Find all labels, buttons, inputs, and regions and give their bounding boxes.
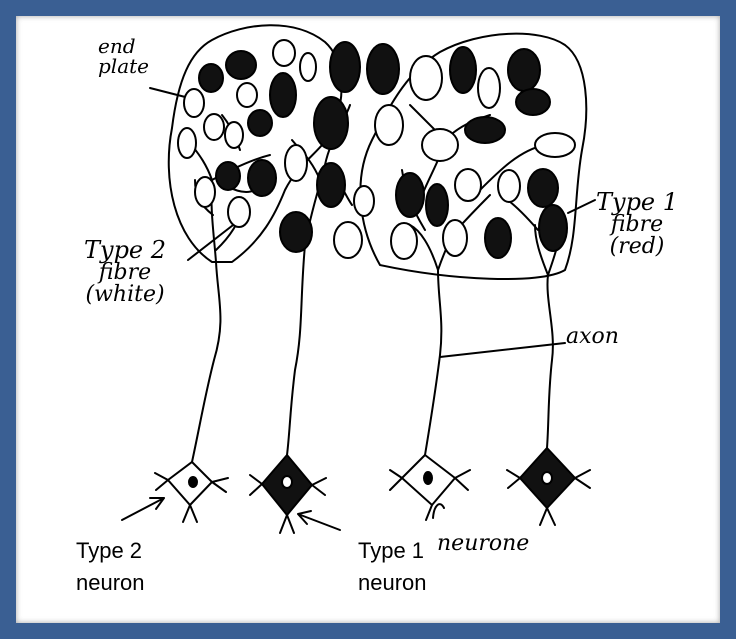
- type1-fibre-label-line1: Type 1: [596, 190, 678, 214]
- end-plate-label-line1: end: [98, 36, 149, 56]
- type1-fibre-label-line3: (red): [596, 236, 678, 258]
- type2-neuron-left-axon: [192, 262, 220, 462]
- type1-fibre-label: Type 1 fibre (red): [596, 190, 678, 258]
- type2-neuron-arrow: [122, 498, 164, 520]
- type2-fibre-label-line1: Type 2: [84, 238, 166, 262]
- type2-neuron-right-axon: [425, 270, 441, 455]
- type1-fibres: [199, 42, 567, 258]
- axon-label: axon: [566, 326, 619, 348]
- type1-fibre-pointer: [568, 200, 595, 213]
- type2-neuron-right-body: [390, 455, 470, 520]
- axon-pointer: [440, 343, 565, 357]
- type2-neuron-label: Type 2 neuron: [76, 540, 145, 594]
- type2-fibre-label-line3: (white): [84, 284, 166, 306]
- type2-neuron-label-line2: neuron: [76, 572, 145, 594]
- type1-neuron-left-axon: [287, 245, 305, 455]
- end-plate-label: end plate: [98, 36, 149, 76]
- neurone-pointer: [433, 504, 444, 518]
- end-plate-label-line2: plate: [98, 56, 149, 76]
- type1-fibre-label-line2: fibre: [596, 214, 678, 236]
- type1-neuron-arrow: [298, 511, 340, 530]
- type2-neuron-left-body: [155, 462, 228, 522]
- type1-neuron-label-line1: Type 1: [358, 540, 427, 562]
- type2-fibre-label-line2: fibre: [84, 262, 166, 284]
- type1-neuron-label: Type 1 neuron: [358, 540, 427, 594]
- type2-neuron-label-line1: Type 2: [76, 540, 145, 562]
- type1-neuron-right-axon: [547, 275, 553, 448]
- neurone-label: neurone: [437, 533, 529, 555]
- type1-neuron-right-body: [507, 448, 590, 525]
- type1-neuron-label-line2: neuron: [358, 572, 427, 594]
- type2-fibre-label: Type 2 fibre (white): [84, 238, 166, 306]
